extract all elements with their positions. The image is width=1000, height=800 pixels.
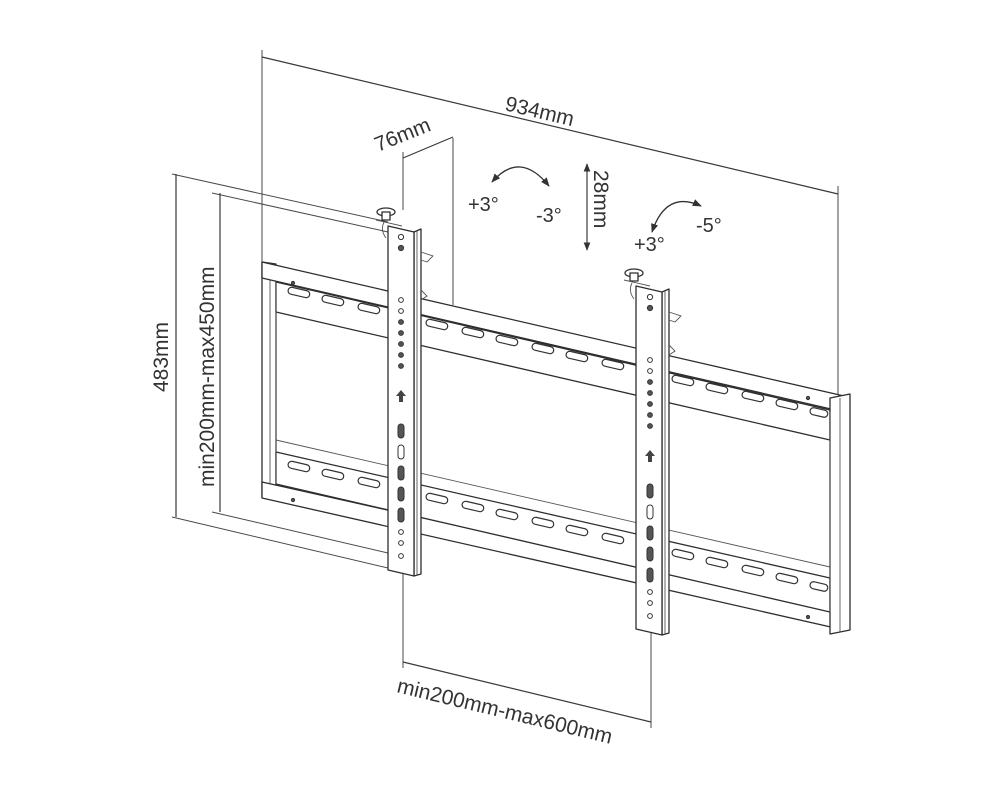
- dimension-overall-height: 483mm: [150, 173, 389, 569]
- right-arm-lock-knob: [623, 268, 651, 300]
- label-overall-height: 483mm: [150, 322, 173, 392]
- label-overall-width: 934mm: [503, 92, 576, 131]
- top-rail-slots: [287, 286, 829, 418]
- label-tilt-left-plus: +3°: [468, 194, 499, 216]
- up-arrow-icon: [645, 450, 655, 462]
- label-tilt-right-plus: +3°: [634, 234, 665, 256]
- label-tilt-right-minus: -5°: [696, 215, 722, 237]
- tilt-indicator-left: +3° -3°: [468, 166, 562, 227]
- wall-plate: [261, 261, 851, 635]
- left-arm-lock-knob: [375, 207, 403, 239]
- left-arm-holes: [396, 233, 406, 559]
- dimension-vertical-adjust: 28mm: [583, 163, 612, 251]
- left-vertical-arm: [375, 207, 434, 577]
- bottom-rail-slots: [287, 460, 829, 592]
- up-arrow-icon: [396, 390, 406, 402]
- dimension-vertical-hole-range: min200mm-max450mm: [196, 192, 389, 554]
- label-vertical-hole-range: min200mm-max450mm: [196, 266, 219, 487]
- dimension-horizontal-arm-spacing: min200mm-max600mm: [395, 574, 652, 749]
- tilt-indicator-right: +3° -5°: [634, 199, 722, 256]
- label-horizontal-arm-spacing: min200mm-max600mm: [395, 675, 615, 749]
- label-vertical-adjust: 28mm: [589, 170, 612, 228]
- right-vertical-arm: [623, 268, 682, 636]
- right-arm-holes: [645, 293, 655, 619]
- label-tilt-left-minus: -3°: [536, 205, 562, 227]
- label-arm-depth: 76mm: [371, 113, 434, 156]
